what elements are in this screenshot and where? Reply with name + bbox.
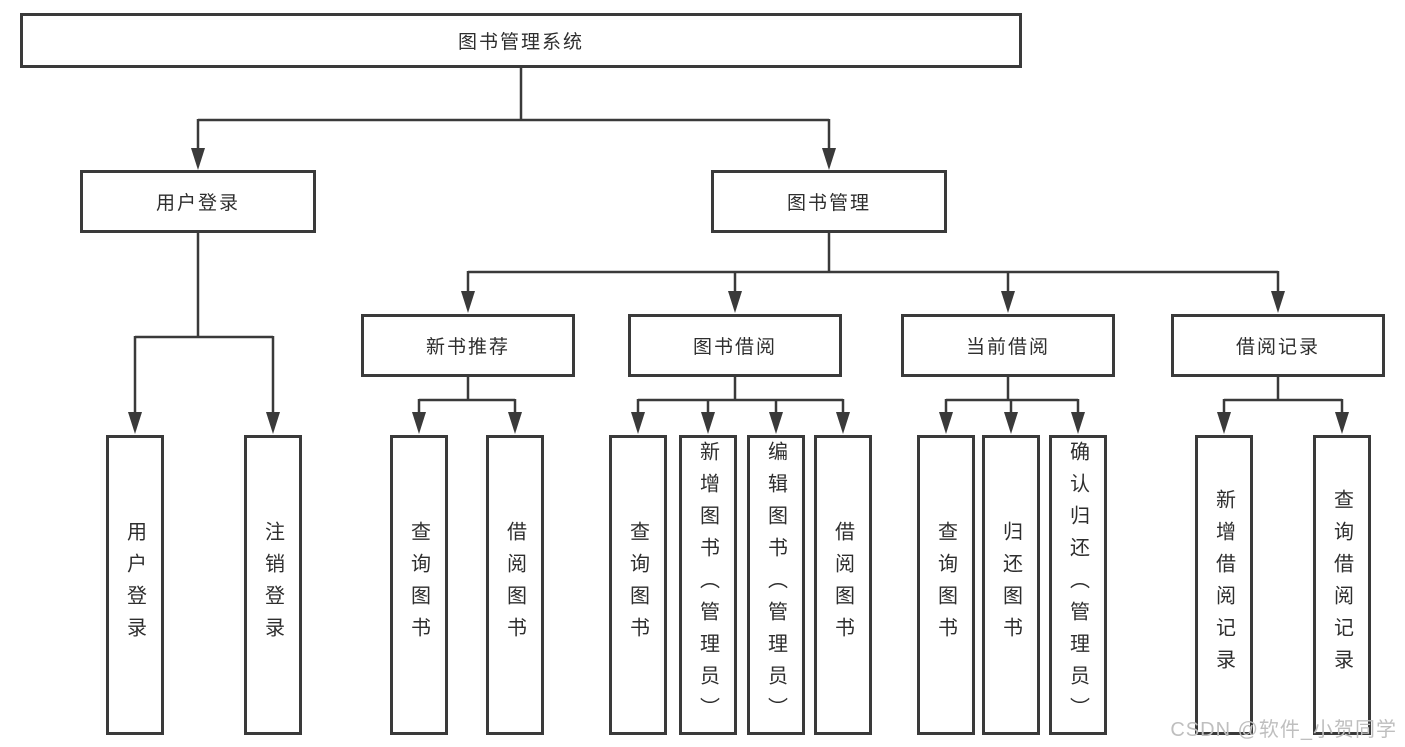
- leaf-node-borrow-books-1: 借阅图书: [486, 435, 544, 735]
- leaf-node-user-login: 用户登录: [106, 435, 164, 735]
- leaf-node-logout: 注销登录: [244, 435, 302, 735]
- leaf-node-confirm-return-admin: 确认归还（管理员）: [1049, 435, 1107, 735]
- leaf-node-borrow-books-2: 借阅图书: [814, 435, 872, 735]
- arrow-down-icons: [128, 148, 1349, 434]
- leaf-node-query-books-1: 查询图书: [390, 435, 448, 735]
- branch-node-book-management: 图书管理: [711, 170, 947, 233]
- branch-node-user-login: 用户登录: [80, 170, 316, 233]
- leaf-node-edit-books-admin: 编辑图书（管理员）: [747, 435, 805, 735]
- leaf-node-query-books-2: 查询图书: [609, 435, 667, 735]
- leaf-node-query-books-3: 查询图书: [917, 435, 975, 735]
- leaf-node-return-books: 归还图书: [982, 435, 1040, 735]
- group-node-borrow-records: 借阅记录: [1171, 314, 1385, 377]
- root-node-library-system: 图书管理系统: [20, 13, 1022, 68]
- leaf-node-add-borrow-record: 新增借阅记录: [1195, 435, 1253, 735]
- watermark-text: CSDN @软件_小贺同学: [1170, 719, 1397, 741]
- group-node-current-borrow: 当前借阅: [901, 314, 1115, 377]
- leaf-node-query-borrow-record: 查询借阅记录: [1313, 435, 1371, 735]
- group-node-book-borrow: 图书借阅: [628, 314, 842, 377]
- connector-segments: [133, 68, 1344, 414]
- leaf-node-add-books-admin: 新增图书（管理员）: [679, 435, 737, 735]
- group-node-new-book-recommend: 新书推荐: [361, 314, 575, 377]
